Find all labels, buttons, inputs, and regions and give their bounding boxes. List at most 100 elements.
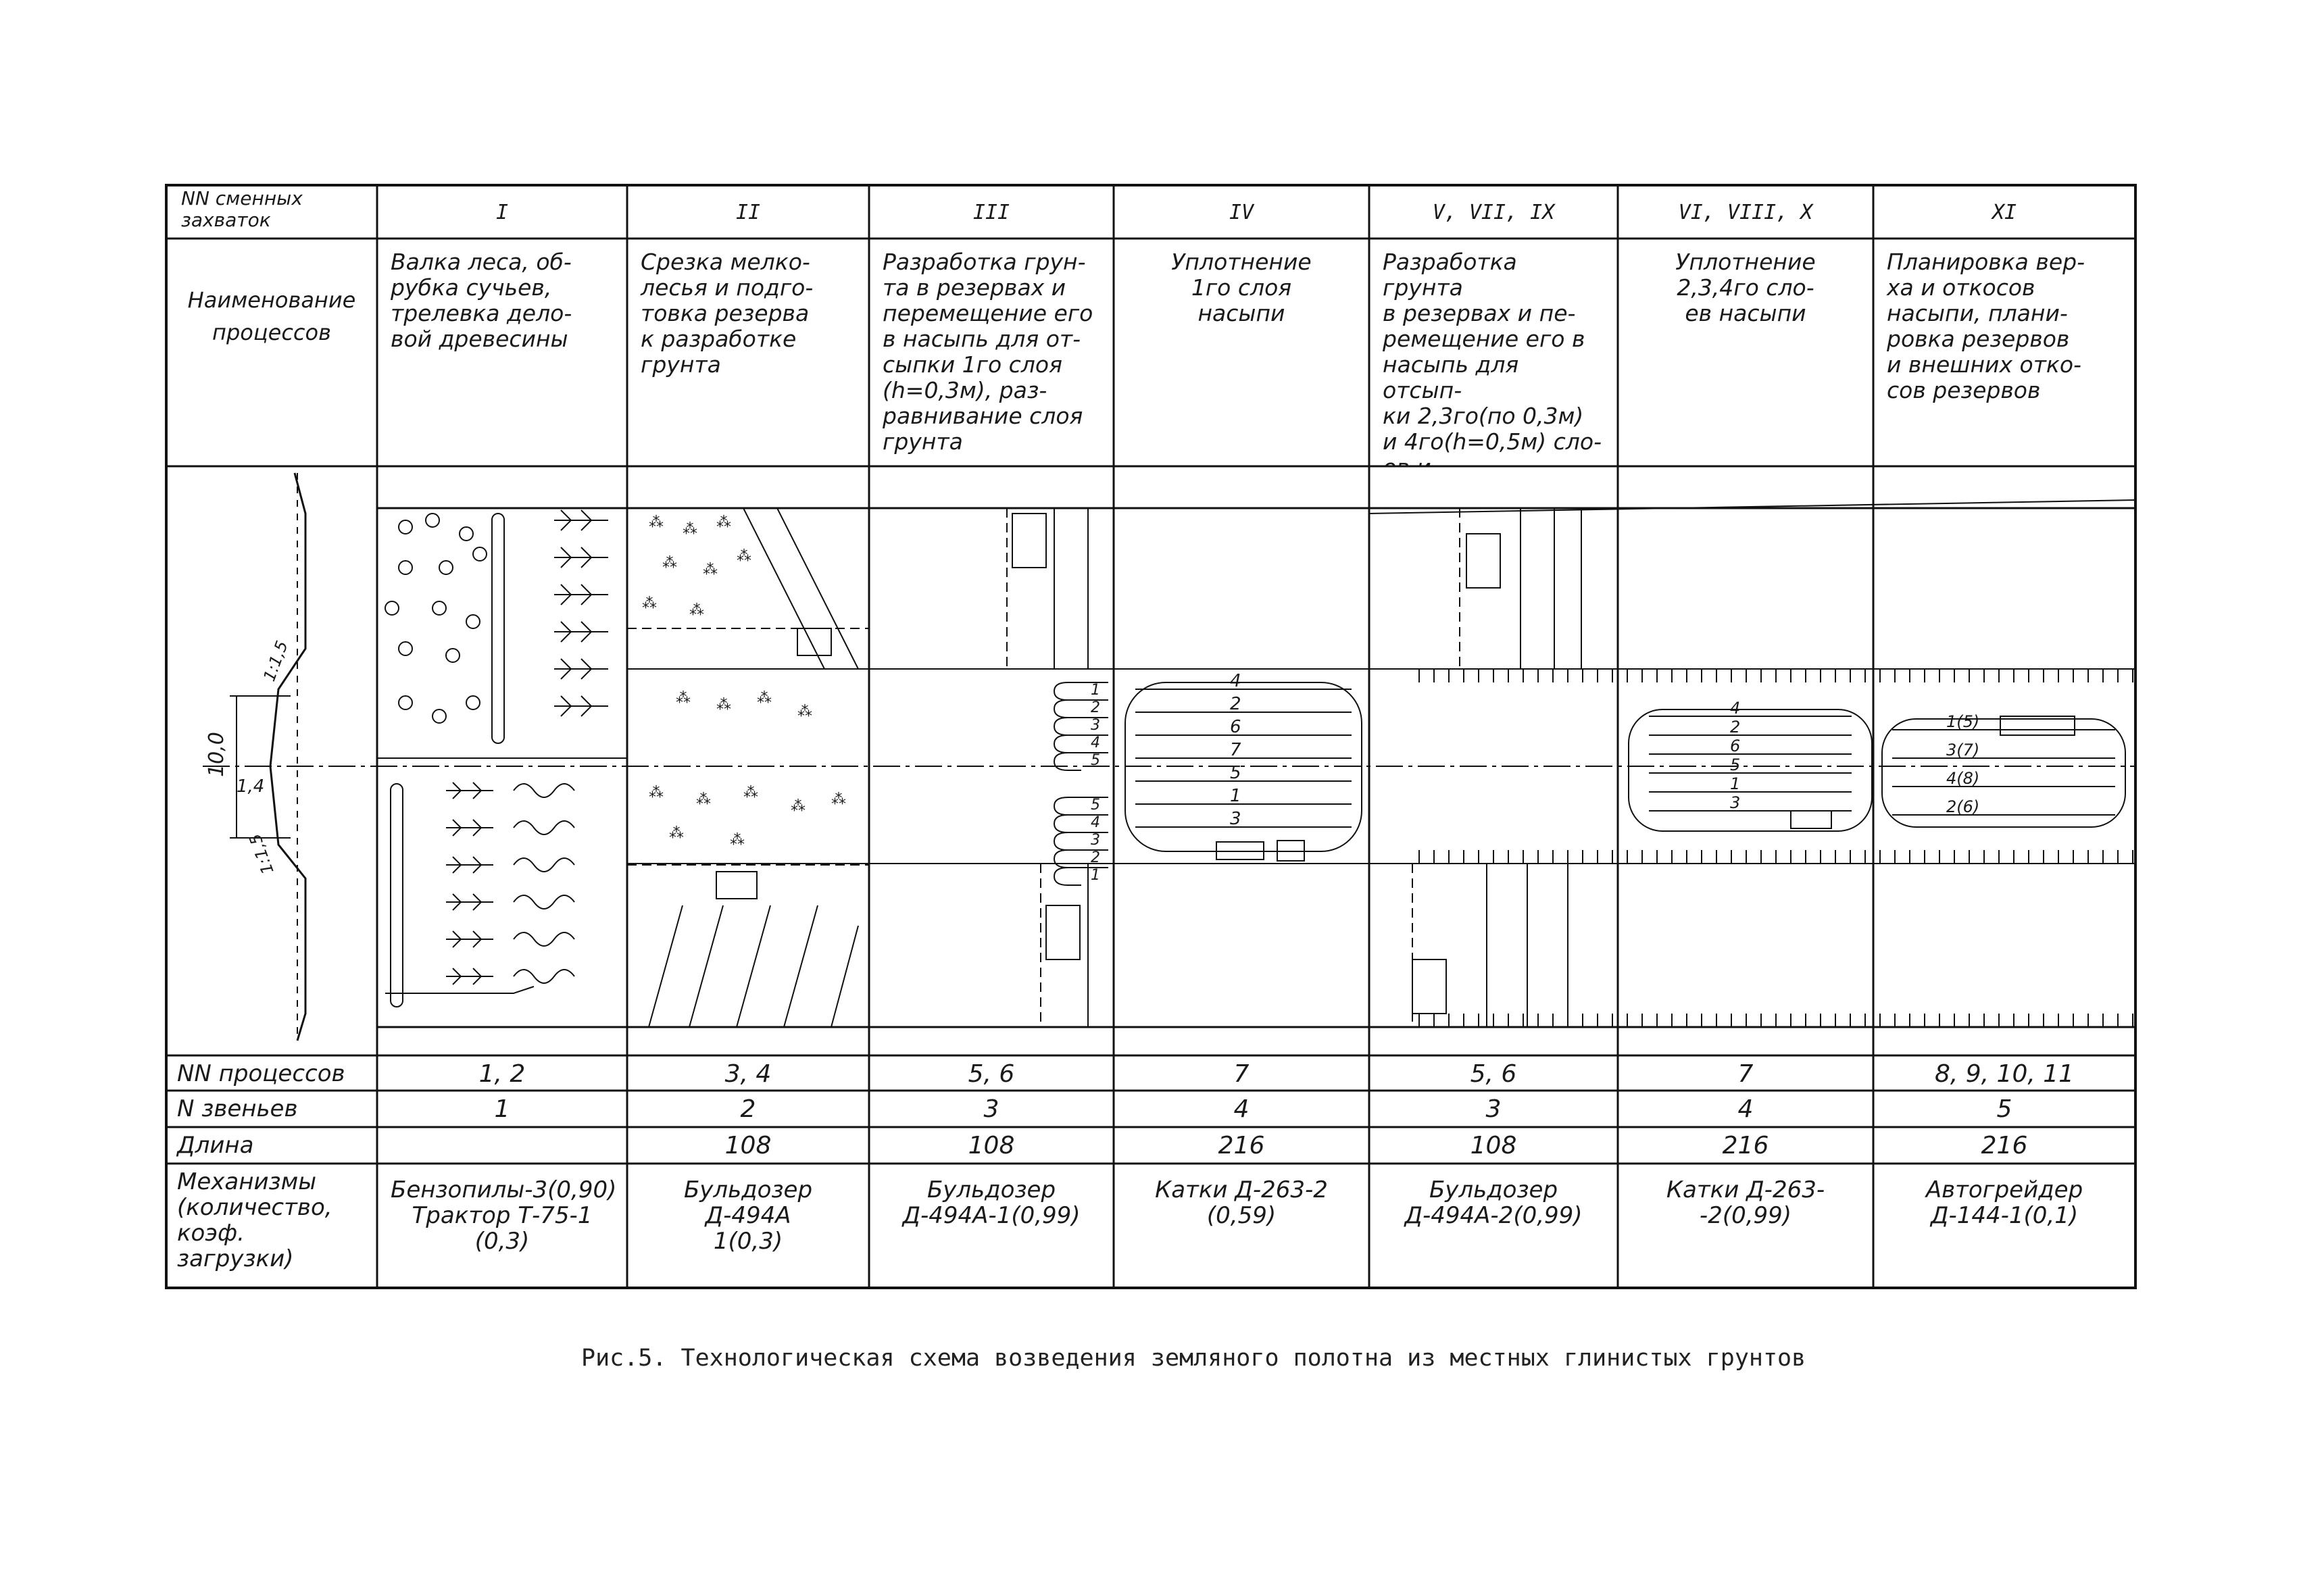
- tree-icon: [554, 621, 608, 643]
- stump-icon: [445, 648, 460, 663]
- shrub-icon: ⁂: [791, 798, 806, 815]
- bulldozer-icon: [1412, 959, 1447, 1014]
- stump-icon: [398, 520, 413, 534]
- mechanism-cell: Бульдозер Д-494А-2(0,99): [1404, 1176, 1583, 1229]
- roller-icon: [1216, 841, 1264, 860]
- roller-loop: [1124, 682, 1362, 852]
- row-value: 3: [983, 1095, 999, 1123]
- column-header: XI: [1992, 200, 2017, 224]
- shrub-icon: ⁂: [642, 595, 657, 612]
- mechanisms-label: Механизмы (количество, коэф. загрузки): [177, 1168, 332, 1272]
- pass-number: 3: [1091, 717, 1100, 734]
- row-value: 5: [1996, 1095, 2012, 1123]
- row-label: N звеньев: [177, 1095, 298, 1122]
- stump-icon: [472, 547, 487, 562]
- shrub-icon: ⁂: [689, 602, 704, 619]
- row-value: 216: [1218, 1131, 1265, 1159]
- row-value: 1: [494, 1095, 510, 1123]
- pass-number: 5: [1091, 752, 1100, 769]
- row-value: 5, 6: [1470, 1059, 1517, 1088]
- col5-reserve-strips: [1368, 499, 2136, 1027]
- shrub-icon: ⁂: [730, 832, 745, 849]
- stump-icon: [398, 560, 413, 575]
- bulldozer-icon: [797, 628, 832, 656]
- log-icon: [513, 932, 575, 947]
- shrub-icon: ⁂: [716, 697, 731, 714]
- log-icon: [513, 820, 575, 835]
- process-name: Разработка грун- та в резервах и перемещ…: [883, 249, 1093, 455]
- mechanism-cell: Автогрейдер Д-144-1(0,1): [1925, 1176, 2083, 1229]
- shrub-icon: ⁂: [669, 825, 684, 842]
- stump-icon: [425, 513, 440, 528]
- process-name: Уплотнение 2,3,4го сло- ев насыпи: [1675, 249, 1816, 326]
- stumps-layer: [385, 513, 487, 724]
- pass-path: [1053, 814, 1108, 833]
- pass-number: 4: [1230, 671, 1241, 691]
- column-header: VI, VIII, X: [1678, 200, 1813, 224]
- column-header: IV: [1229, 200, 1254, 224]
- row-value: 2: [740, 1095, 756, 1123]
- tree-icon: [554, 658, 608, 680]
- pass-number: 2(6): [1946, 797, 1979, 816]
- shrub-icon: ⁂: [737, 548, 751, 565]
- shrub-icon: ⁂: [696, 791, 711, 808]
- pass-number: 2: [1091, 699, 1100, 716]
- grader-icon: [2000, 716, 2075, 736]
- stump-icon: [439, 560, 453, 575]
- forest-clearing-area: [377, 513, 627, 1007]
- pass-path: [1053, 734, 1108, 753]
- width-mark: 10,0: [205, 732, 228, 777]
- log-icon: [513, 783, 575, 798]
- row-value: 108: [724, 1131, 772, 1159]
- mechanism-cell: Катки Д-263- -2(0,99): [1666, 1176, 1825, 1229]
- stump-icon: [459, 526, 474, 541]
- process-name: Планировка вер- ха и откосов насыпи, пла…: [1887, 249, 2085, 403]
- column-header: V, VII, IX: [1432, 200, 1555, 224]
- process-name: Срезка мелко- лесья и подго- товка резер…: [641, 249, 814, 378]
- process-name: Уплотнение 1го слоя насыпи: [1171, 249, 1312, 326]
- roller-icon: [1790, 810, 1832, 829]
- log-icon: [513, 895, 575, 909]
- stump-icon: [398, 641, 413, 656]
- row-label: NN процессов: [177, 1060, 345, 1087]
- process-name: Разработка грунта в резервах и пе- ремещ…: [1383, 249, 1602, 466]
- pass-number: 2: [1230, 694, 1241, 714]
- pass-number: 4(8): [1946, 769, 1979, 788]
- log-icon: [513, 969, 575, 984]
- pass-number: 5: [1230, 763, 1241, 783]
- reserve-area-col2: [627, 507, 869, 1028]
- tree-icon: [554, 584, 608, 605]
- bulldozer-icon: [1012, 513, 1047, 568]
- stump-icon: [398, 695, 413, 710]
- mechanism-cell: Бульдозер Д-494А-1(0,99): [902, 1176, 1081, 1229]
- process-row-label: Наименование процессов: [187, 287, 356, 345]
- row-value: 3: [1485, 1095, 1502, 1123]
- pass-number: 1: [1091, 682, 1100, 699]
- pass-path: [1053, 849, 1108, 868]
- stump-icon: [432, 601, 447, 616]
- pass-path: [1053, 832, 1108, 851]
- roller-icon: [1277, 840, 1305, 862]
- figure-caption: Рис.5. Технологическая схема возведения …: [581, 1345, 1806, 1372]
- trees-layer: [446, 509, 608, 985]
- pass-number: 7: [1230, 740, 1241, 760]
- pass-path: [1053, 752, 1108, 771]
- tree-icon: [554, 695, 608, 717]
- pass-number: 1: [1730, 774, 1740, 793]
- row-value: 216: [1981, 1131, 2028, 1159]
- col7-grader-passes: 1(5)3(7)4(8)2(6): [1881, 712, 2126, 828]
- tree-icon: [446, 819, 493, 837]
- pass-number: 1: [1091, 867, 1100, 884]
- process-name: Валка леса, об- рубка сучьев, трелевка д…: [391, 249, 572, 352]
- pass-number: 5: [1730, 755, 1740, 774]
- shrubs-layer: ⁂⁂⁂⁂⁂⁂⁂⁂⁂⁂⁂⁂⁂⁂⁂⁂⁂⁂⁂: [642, 514, 846, 849]
- row-value: 3, 4: [724, 1059, 772, 1088]
- column-header: I: [495, 200, 509, 224]
- tree-icon: [446, 968, 493, 985]
- cross-section-profile: [230, 472, 307, 1041]
- pass-number: 3: [1230, 809, 1241, 829]
- pass-number: 4: [1091, 814, 1100, 831]
- row-value: 108: [968, 1131, 1015, 1159]
